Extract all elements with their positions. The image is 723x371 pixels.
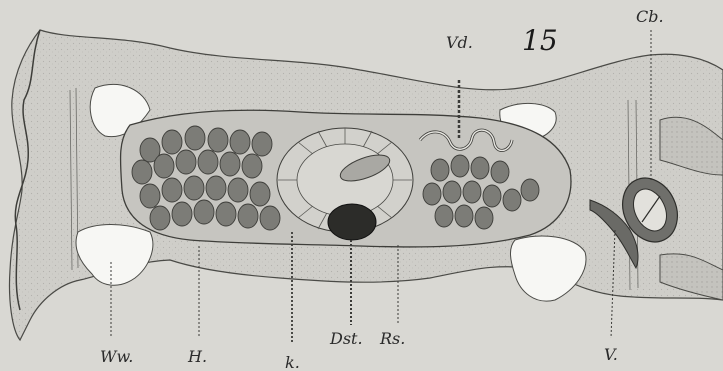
label-ww: Ww. — [100, 347, 133, 366]
label-vd: Vd. — [446, 33, 473, 52]
figure-number: 15 — [522, 24, 558, 57]
label-h: H. — [187, 347, 207, 366]
label-cb: Cb. — [636, 7, 664, 26]
label-dst: Dst. — [329, 329, 363, 348]
dark-nucleus-dst — [328, 204, 376, 240]
cavity-lower-right — [510, 236, 585, 301]
label-k: k. — [285, 353, 300, 371]
label-v: V. — [604, 345, 618, 364]
label-rs: Rs. — [379, 329, 405, 348]
